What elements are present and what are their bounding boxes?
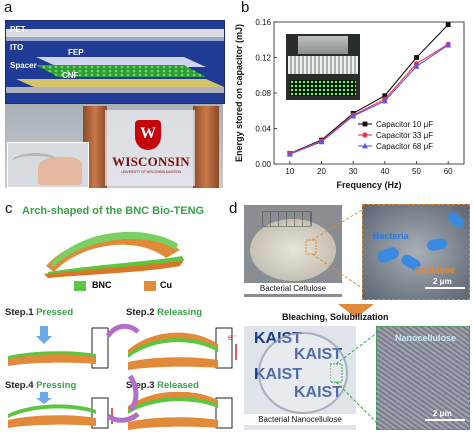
series-line-1	[289, 24, 449, 154]
bacterium-1	[375, 245, 401, 265]
panel-label-d: d	[229, 200, 238, 217]
inset-led-board	[288, 56, 358, 74]
logo-wisconsin: WISCONSIN	[112, 154, 190, 169]
electron-label-step2: e⁻	[228, 333, 237, 342]
arrow-3-to-4-icon	[106, 411, 140, 423]
scale-bar-bottom	[425, 419, 465, 421]
panel-label-c: c	[5, 200, 13, 217]
zoom-connector-top	[305, 210, 363, 289]
step2-diagram: e⁻	[128, 327, 237, 370]
y-tick-label: 0.04	[255, 125, 271, 134]
legend-marker	[362, 121, 368, 127]
scale-label-bottom: 2 μm	[433, 409, 452, 418]
bacterial-nanocellulose-label: Bacterial Nanocellulose	[244, 414, 356, 425]
scale-label-top: 2 μm	[433, 277, 452, 286]
step4-label: Step.4 Pressing	[5, 380, 77, 391]
legend-label-bnc: BNC	[92, 280, 112, 290]
scale-bar-top	[425, 287, 465, 289]
series-3-point	[445, 42, 452, 48]
arrow-1-to-2-icon	[105, 324, 140, 338]
series-3-point	[413, 63, 420, 69]
series-3-point	[381, 97, 388, 104]
x-tick-label: 30	[349, 167, 358, 176]
bacteria-label: Bacteria	[373, 231, 409, 241]
step3-diagram	[128, 392, 233, 430]
layer-label-spacer: Spacer	[10, 61, 37, 70]
legend-label-3: Capacitor 68 μF	[376, 142, 433, 151]
chart-inset-photo	[286, 34, 360, 100]
series-1-point	[414, 55, 419, 60]
step3-label: Step.3 Released	[126, 380, 199, 391]
series-3-point	[286, 151, 293, 157]
cycle-arrows	[105, 324, 140, 423]
x-tick-label: 10	[285, 167, 294, 176]
sem-bacteria-image: Bacteria Cellulose 2 μm	[362, 204, 470, 300]
panel-label-b: b	[241, 0, 250, 16]
legend-label-2: Capacitor 33 μF	[376, 131, 433, 140]
series-1-point	[445, 22, 451, 28]
layer-label-ito: ITO	[10, 43, 24, 52]
series-line-2	[289, 43, 449, 154]
copper-electrode-right	[193, 106, 219, 188]
layer-label-fep: FEP	[68, 48, 84, 57]
arch-device-3d	[44, 231, 184, 278]
flexed-film	[12, 153, 58, 170]
step1-diagram	[8, 326, 109, 369]
layer-stack-graphic	[6, 29, 224, 93]
y-axis-label: Energy stored on capacitor (mJ)	[234, 24, 244, 162]
legend-label-cu: Cu	[160, 280, 172, 290]
x-tick-label: 60	[444, 167, 453, 176]
device-photo: W WISCONSIN UNIVERSITY OF WISCONSIN-MADI…	[5, 104, 223, 188]
sem-nanocellulose-image: Nanocellulose 2 μm	[376, 326, 470, 430]
legend-marker	[362, 143, 368, 149]
cellulose-label: Cellulose	[415, 265, 456, 275]
device-schematic: PET ITO FEP Spacer CNF	[5, 20, 225, 104]
bacterium-3	[426, 237, 448, 252]
legend-swatch-bnc	[74, 281, 86, 291]
step4-diagram	[8, 392, 113, 429]
series-3-point	[318, 138, 325, 145]
zoom-connector-bottom	[330, 331, 379, 425]
inset-led-lit	[290, 80, 356, 96]
inset-flexing-photo	[7, 142, 89, 188]
legend-label-1: Capacitor 10 μF	[376, 120, 433, 129]
bacterium-4	[445, 210, 467, 230]
bacterial-nanocellulose-photo: KAIST KAIST KAIST KAIST Bacterial Nanoce…	[244, 326, 356, 430]
y-tick-label: 0.08	[255, 89, 271, 98]
arrow-2-to-3-icon	[127, 374, 139, 412]
x-tick-label: 50	[412, 167, 421, 176]
bacterial-cellulose-label: Bacterial Cellulose	[244, 283, 342, 294]
cellulose-dish	[250, 219, 336, 281]
panel-c-title: Arch-shaped of the BNC Bio-TENG	[22, 205, 205, 217]
inset-apparatus	[298, 36, 348, 54]
legend-marker	[362, 132, 368, 138]
logo-wisconsin-subtext: UNIVERSITY OF WISCONSIN-MADISON	[121, 170, 181, 174]
cellulose-structure-graphic	[262, 211, 312, 227]
y-tick-label: 0.12	[255, 54, 271, 63]
press-arrow-icon	[36, 326, 52, 344]
energy-line-chart: 10 20 30 40 50 60 0.00 0.04 0.08 0.12 0.16 Capacit…	[234, 18, 465, 190]
y-tick-label: 0.16	[255, 18, 271, 27]
series-3-point	[350, 113, 357, 119]
legend-swatch-cu	[144, 281, 156, 291]
step2-label: Step.2 Releasing	[126, 307, 203, 318]
series-line-3	[289, 44, 449, 155]
bacterial-cellulose-photo: Bacterial Cellulose	[244, 205, 342, 297]
series-1-point	[382, 93, 388, 99]
y-tick-label: 0.00	[255, 160, 271, 169]
layer-label-pet: PET	[10, 25, 26, 34]
wisconsin-crest-icon: W	[135, 120, 161, 150]
x-tick-label: 40	[380, 167, 389, 176]
x-tick-label: 20	[317, 167, 326, 176]
process-label: Bleaching, Solubilization	[282, 312, 389, 322]
layer-label-cnf: CNF	[62, 71, 79, 80]
process-arrow-icon	[338, 304, 374, 318]
x-axis-label: Frequency (Hz)	[336, 180, 401, 190]
press-arrow-icon	[36, 392, 52, 404]
nanocellulose-dish	[258, 332, 348, 414]
step1-label: Step.1 Pressed	[5, 307, 74, 318]
panel-label-a: a	[4, 0, 13, 16]
nanocellulose-label: Nanocellulose	[395, 333, 457, 343]
